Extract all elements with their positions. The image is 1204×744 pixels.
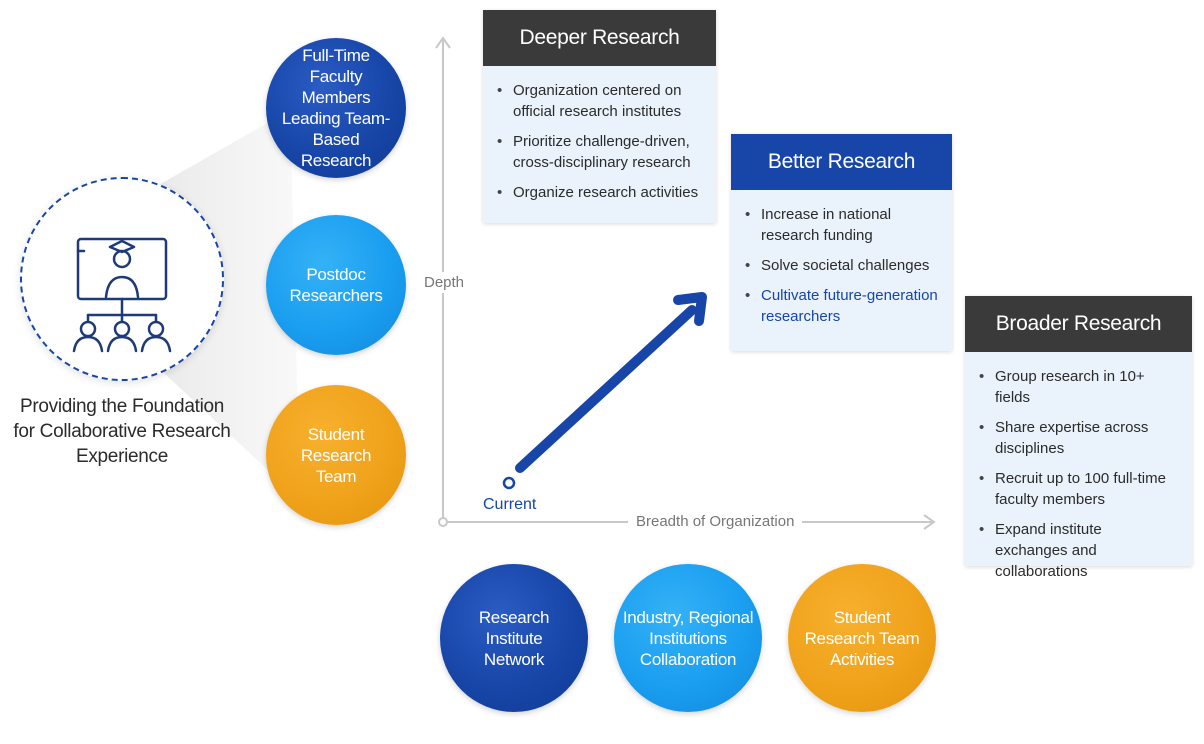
deeper-research-title: Deeper Research (483, 10, 716, 66)
list-item: Prioritize challenge-driven, cross-disci… (497, 131, 702, 173)
y-axis-label: Depth (424, 272, 465, 293)
circle-student-research-team: Student Research Team (266, 385, 406, 525)
axis-origin (438, 517, 448, 527)
current-label: Current (483, 496, 537, 513)
list-item: Expand institute exchanges and collabora… (979, 519, 1178, 582)
circle-label: Student Research Team Activities (804, 607, 920, 669)
list-item: Share expertise across disciplines (979, 417, 1178, 459)
deeper-research-box: Deeper Research Organization centered on… (483, 10, 716, 223)
better-research-title: Better Research (731, 134, 952, 190)
broader-research-title: Broader Research (965, 296, 1192, 352)
video-conference-graduate-team-icon (72, 237, 172, 353)
list-item: Recruit up to 100 full-time faculty memb… (979, 468, 1178, 510)
broader-research-box: Broader Research Group research in 10+ f… (965, 296, 1192, 580)
list-item-highlight: Cultivate future-generation researchers (745, 285, 938, 327)
deeper-research-list: Organization centered on official resear… (483, 66, 716, 224)
circle-label: Postdoc Researchers (289, 265, 383, 305)
list-item: Solve societal challenges (745, 255, 938, 276)
circle-label: Industry, Regional Institutions Collabor… (622, 607, 754, 669)
growth-arrow-head (673, 292, 707, 326)
circle-student-research-team-activities: Student Research Team Activities (788, 564, 936, 712)
list-item: Increase in national research funding (745, 204, 938, 246)
growth-arrow-shaft (515, 305, 697, 473)
circle-label: Full-Time Faculty Members Leading Team-B… (281, 46, 391, 170)
circle-research-institute-network: Research Institute Network (440, 564, 588, 712)
x-axis-arrowhead (923, 514, 936, 530)
list-item: Organize research activities (497, 182, 702, 203)
foundation-icon-circle (20, 177, 224, 381)
current-point-marker (502, 476, 516, 490)
broader-research-list: Group research in 10+ fields Share exper… (965, 352, 1192, 603)
circle-label: Student Research Team (300, 424, 372, 486)
better-research-box: Better Research Increase in national res… (731, 134, 952, 351)
foundation-caption: Providing the Foundation for Collaborati… (13, 396, 231, 467)
better-research-list: Increase in national research funding So… (731, 190, 952, 348)
circle-label: Research Institute Network (478, 607, 550, 669)
circle-postdoc-researchers: Postdoc Researchers (266, 215, 406, 355)
list-item: Group research in 10+ fields (979, 366, 1178, 408)
y-axis-arrowhead (435, 36, 451, 49)
list-item: Organization centered on official resear… (497, 80, 702, 122)
circle-industry-regional-collaboration: Industry, Regional Institutions Collabor… (614, 564, 762, 712)
circle-full-time-faculty: Full-Time Faculty Members Leading Team-B… (266, 38, 406, 178)
x-axis-label: Breadth of Organization (628, 513, 803, 530)
